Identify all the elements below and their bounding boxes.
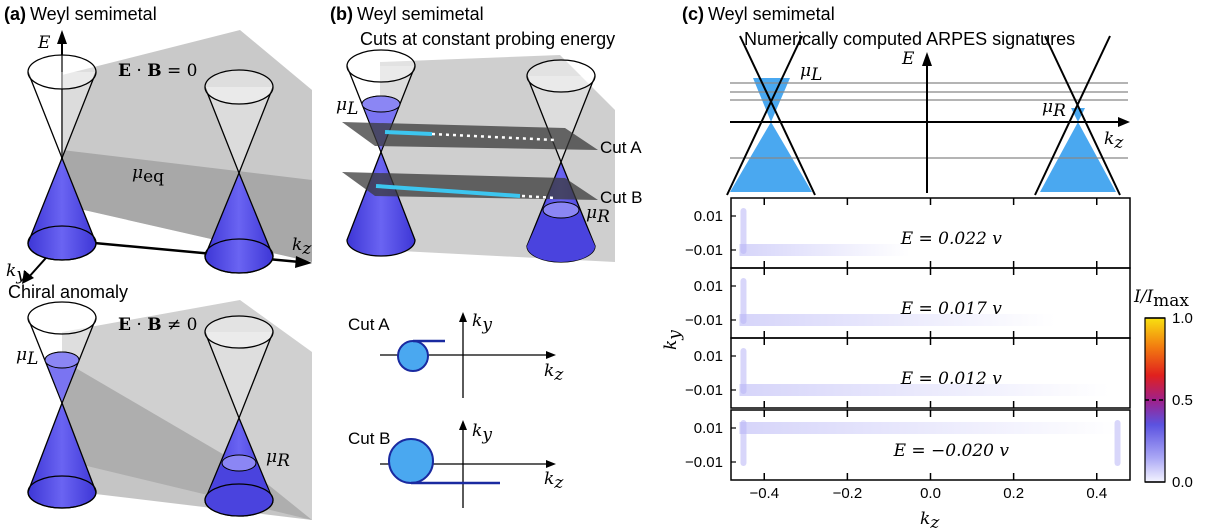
energy-axis-arrow xyxy=(57,30,67,44)
right-weyl-cone xyxy=(204,69,274,274)
inset-b-kz-arrow xyxy=(546,460,556,468)
inset-a-fermi-pocket xyxy=(397,340,429,372)
colorbar-ticks: 1.0 0.5 0.0 xyxy=(1145,310,1193,491)
panel-b-title: (b)Weyl semimetal xyxy=(330,4,484,24)
kz-xlabel: kz xyxy=(920,509,940,531)
ytick-label: −0.01 xyxy=(685,454,723,471)
right-fermi-surface-b xyxy=(542,201,580,219)
cut-b-label: Cut B xyxy=(600,188,643,207)
right-cone-line-1 xyxy=(1044,35,1121,196)
kz-arrow-c xyxy=(1118,117,1130,127)
inset-b-ky-arrow xyxy=(459,420,467,430)
right-weyl-cone-anomaly xyxy=(204,315,274,517)
ytick-label: 0.01 xyxy=(694,208,723,225)
right-filled-lower xyxy=(1040,122,1116,192)
inset-a-ky-arrow xyxy=(459,312,467,322)
inset-b-kz-label: kz xyxy=(544,469,564,493)
ytick-label: −0.01 xyxy=(685,382,723,399)
xtick-label: 0.2 xyxy=(1003,485,1024,502)
energy-label: E = 0.017 v xyxy=(900,299,1003,319)
inset-b-fermi-pocket xyxy=(388,438,434,484)
ky-axis-arrow xyxy=(22,270,34,284)
cut-b-plane xyxy=(342,172,598,200)
energy-label: E = −0.020 v xyxy=(893,441,1010,461)
cut-b-cyan-segment xyxy=(375,184,521,198)
right-cone-line-2 xyxy=(1034,35,1111,196)
panel-c-title: (c)Weyl semimetal xyxy=(682,4,835,24)
ytick-label: 0.01 xyxy=(694,420,723,437)
inset-a-ky-label: ky xyxy=(472,311,492,335)
left-cone-line-2 xyxy=(726,35,803,196)
right-cone-filled-b xyxy=(527,210,595,262)
chiral-anomaly-title: Chiral anomaly xyxy=(8,282,128,302)
edge-blob-left-3 xyxy=(740,420,747,466)
e-dot-b-zero-label: E · B = 0 xyxy=(118,61,197,81)
panel-c: (c)Weyl semimetal Numerically computed A… xyxy=(661,4,1193,531)
edge-blob-left-1 xyxy=(740,278,747,324)
kz-axis-label: kz xyxy=(292,235,312,259)
energy-axis-label-c: E xyxy=(901,49,915,69)
edge-blob-left-2 xyxy=(740,348,747,394)
colorbar-tick-label: 0.5 xyxy=(1172,392,1193,409)
ytick-label: 0.01 xyxy=(694,348,723,365)
mu-eq-label: μeq xyxy=(132,163,164,187)
kz-axis-arrow xyxy=(295,256,312,268)
left-filled-lower xyxy=(730,122,812,192)
energy-axis-label: E xyxy=(37,33,51,53)
colorbar-tick-label: 0.0 xyxy=(1172,474,1193,491)
inset-a-kz-arrow xyxy=(546,351,556,359)
inset-cut-b-title: Cut B xyxy=(348,429,391,448)
panel-a-title: (a)Weyl semimetal xyxy=(4,4,157,24)
ky-axis-label: ky xyxy=(6,261,26,285)
cut-a-label: Cut A xyxy=(600,138,642,157)
energy-label: E = 0.012 v xyxy=(900,369,1003,389)
inset-b-ky-label: ky xyxy=(472,421,492,445)
edge-blob-right-3 xyxy=(1114,420,1121,466)
ytick-label: −0.01 xyxy=(685,312,723,329)
left-cone-line-1 xyxy=(739,35,816,196)
energy-arrow-c xyxy=(922,52,932,66)
panel-b: (b)Weyl semimetal Cuts at constant probi… xyxy=(330,4,643,508)
cut-b-dotted-segment xyxy=(521,194,557,200)
panel-a: (a)Weyl semimetal E kz ky E · B = 0 μeq xyxy=(4,4,312,520)
mu-l-label-b: μL xyxy=(336,95,358,119)
mu-l-label-c: μL xyxy=(800,61,822,85)
edge-blob-left-0 xyxy=(740,208,747,254)
dispersion-schematic: E kz μL μR xyxy=(726,35,1130,196)
colorbar-tick-label: 1.0 xyxy=(1172,310,1193,327)
inset-cut-a-title: Cut A xyxy=(348,315,390,334)
inset-a-kz-label: kz xyxy=(544,361,564,385)
ytick-label: 0.01 xyxy=(694,278,723,295)
e-dot-b-nonzero-label: E · B ≠ 0 xyxy=(118,315,197,335)
left-fermi-surface-b xyxy=(361,95,401,113)
panel-b-subtitle: Cuts at constant probing energy xyxy=(360,29,615,49)
ky-ylabel: ky xyxy=(661,330,685,350)
left-cone-lower-b xyxy=(346,150,416,257)
left-cone-rim-b xyxy=(346,49,416,83)
left-weyl-cone xyxy=(27,54,97,261)
xtick-label: 0.0 xyxy=(920,485,941,502)
left-weyl-cone-anomaly xyxy=(27,301,97,509)
panel-c-subtitle: Numerically computed ARPES signatures xyxy=(744,29,1075,49)
xtick-label: −0.4 xyxy=(749,485,779,502)
kz-axis-label-c: kz xyxy=(1104,129,1124,153)
mu-r-label-c: μR xyxy=(1042,97,1066,121)
mu-r-label-b: μR xyxy=(586,203,610,227)
ytick-label: −0.01 xyxy=(685,242,723,259)
cut-a-cyan-segment xyxy=(384,130,433,136)
xtick-label: 0.4 xyxy=(1086,485,1107,502)
cut-a-plane xyxy=(342,122,598,150)
mu-l-label-a: μL xyxy=(16,345,38,369)
right-cone-rim-b xyxy=(526,59,596,93)
colorbar-label: I/Imax xyxy=(1133,287,1189,311)
mu-r-label-a: μR xyxy=(266,447,290,471)
xtick-label: −0.2 xyxy=(833,485,863,502)
energy-label: E = 0.022 v xyxy=(900,229,1003,249)
arpes-heatmaps: 0.01 −0.01 E = 0.022 v 0.01 −0.01 E = 0.017 v… xyxy=(685,197,1131,502)
